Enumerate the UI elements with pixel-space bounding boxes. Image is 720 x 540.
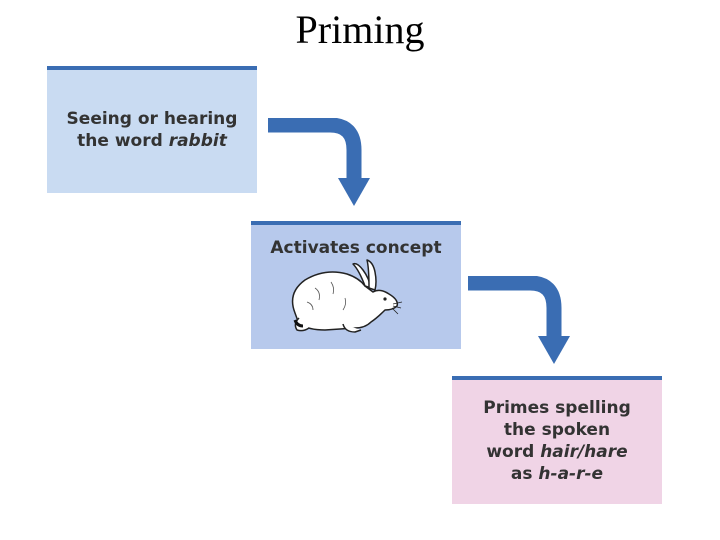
step-3-text: Primes spelling the spoken word hair/har… [452,380,662,485]
curved-arrow-icon [268,118,370,206]
step-1-line-2-prefix: the word [77,131,169,151]
page-title: Priming [295,7,425,52]
step-3-line-3: word hair/hare [452,441,662,463]
step-1-text: Seeing or hearing the word rabbit [47,70,257,152]
step-3-spelling-h-a-r-e: h-a-r-e [538,464,604,484]
step-2-text: Activates concept [270,238,442,258]
step-1-word-rabbit: rabbit [168,131,227,151]
rabbit-illustration [291,259,403,333]
curved-arrow-icon [468,276,570,364]
step-box-seeing-word: Seeing or hearing the word rabbit [47,66,257,193]
step-3-line-2: the spoken [503,420,611,440]
step-1-line-2: the word rabbit [47,130,257,152]
step-3-line-4-prefix: as [510,464,539,484]
step-3-line-4: as h-a-r-e [452,463,662,485]
step-box-primes-spelling: Primes spelling the spoken word hair/har… [452,376,662,504]
step-1-line-1: Seeing or hearing [66,109,238,129]
step-3-line-1: Primes spelling [483,398,631,418]
step-3-word-hair-hare: hair/hare [540,442,628,462]
step-3-line-3-prefix: word [486,442,541,462]
